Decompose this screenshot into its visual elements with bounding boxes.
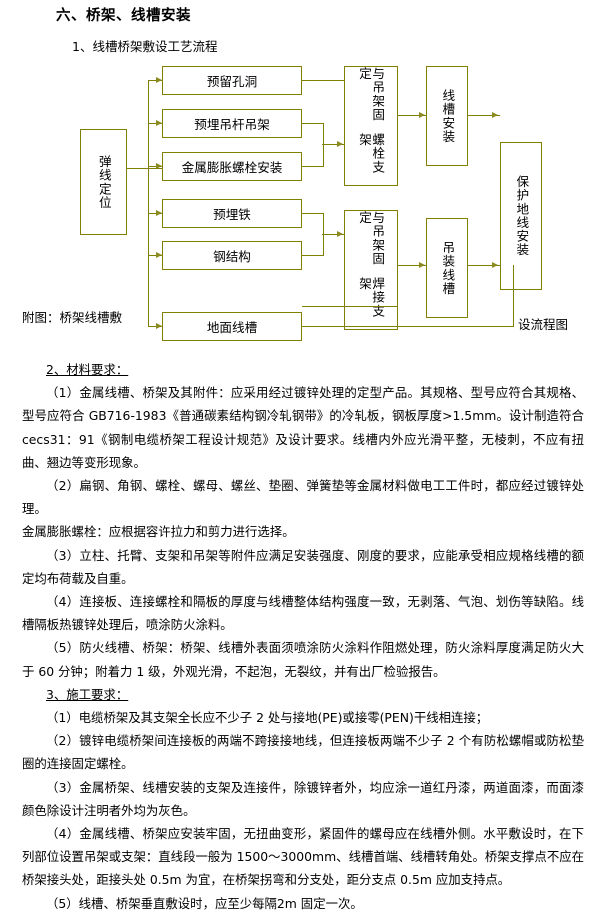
material-item-4: （4）连接板、连接螺栓和隔板的厚度与线槽整体结构强度一致，无剥落、气泡、划伤等缺… bbox=[22, 594, 584, 633]
bolt-bracket-fix-label: 与吊架固定 bbox=[357, 67, 386, 122]
connector-hang-bottom-riser bbox=[466, 265, 468, 307]
material-item-5: （5）防火线槽、桥架：桥架、线槽外表面须喷涂防火涂料作阻燃处理，防火涂料厚度满足… bbox=[22, 640, 584, 679]
process-flow-diagram: 弹线定位 预留孔洞 预埋吊杆吊架 金属膨胀螺栓安装 预埋铁 钢结构 地面线槽 bbox=[0, 58, 601, 343]
arrow-branch-6 bbox=[156, 322, 162, 329]
subsection-3-label: 3、施工要求： bbox=[46, 686, 129, 702]
flow-node-branch-2: 预埋吊杆吊架 bbox=[162, 109, 302, 138]
arrow-trough-to-ground bbox=[492, 111, 498, 118]
merge-bottom-in-5 bbox=[302, 255, 324, 257]
construction-item-1: （1）电缆桥架及其支架全长应不少子 2 处与接地(PE)或接零(PEN)干线相连… bbox=[46, 710, 489, 726]
arrow-hang-to-ground bbox=[492, 261, 498, 268]
bolt-bracket-label: 螺栓支架 bbox=[357, 132, 386, 174]
connector-weld-bottom-riser bbox=[396, 265, 398, 307]
connector-trough-to-ground bbox=[468, 115, 500, 117]
figure-caption-right: 设流程图 bbox=[518, 317, 569, 332]
subsection-3-heading: 3、施工要求： bbox=[22, 683, 584, 706]
flow-node-branch-1: 预留孔洞 bbox=[162, 66, 302, 95]
flow-node-bolt-bracket: 与吊架固定 螺栓支架 bbox=[344, 66, 398, 186]
flow-node-hang-trough: 吊装线槽 bbox=[426, 218, 468, 318]
material-item-2: （2）扁钢、角钢、螺栓、螺母、螺丝、垫圈、弹簧垫等金属材料做电工工件时，都应经过… bbox=[22, 478, 584, 517]
flow-node-branch-5: 钢结构 bbox=[162, 241, 302, 270]
page-title: 六、桥架、线槽安装 bbox=[56, 8, 191, 24]
connector-floor-trough-riser bbox=[512, 265, 514, 327]
construction-item-3: （3）金属桥架、线槽安装的支架及连接件，除镀锌者外，均应涂一道红丹漆，两道面漆，… bbox=[22, 779, 584, 818]
arrow-weld-to-hang bbox=[419, 261, 425, 268]
flow-node-trough-install: 线槽安装 bbox=[426, 66, 468, 166]
merge-bottom-out bbox=[322, 234, 344, 236]
arrow-branch-5 bbox=[156, 251, 162, 258]
connector-spine bbox=[148, 80, 150, 327]
weld-bracket-fix-label: 与吊架固定 bbox=[357, 211, 386, 266]
arrow-branch-2 bbox=[156, 119, 162, 126]
flow-node-branch-4: 预埋铁 bbox=[162, 199, 302, 228]
construction-item-4: （4）金属线槽、桥架应安装牢固，无扭曲变形，紧固件的螺母应在线槽外侧。水平敷设时… bbox=[22, 826, 584, 888]
connector-start-out bbox=[127, 168, 162, 170]
flow-node-ground-wire: 保护地线安装 bbox=[500, 142, 542, 290]
connector-bolt-to-trough bbox=[398, 115, 426, 117]
arrow-merge-bottom bbox=[337, 230, 343, 237]
flow-node-weld-bracket: 与吊架固定 焊接支架 bbox=[344, 210, 398, 330]
connector-weld-bottom bbox=[302, 306, 398, 308]
connector-weld-to-hang bbox=[398, 265, 426, 267]
flow-node-start: 弹线定位 bbox=[80, 129, 127, 235]
material-item-3: （3）立柱、托臂、支架和吊架等附件应满足安装强度、刚度的要求，应能承受相应规格线… bbox=[22, 547, 584, 586]
arrow-branch-3 bbox=[156, 162, 162, 169]
figure-caption-left: 附图：桥架线槽敷 bbox=[22, 310, 123, 325]
flow-node-branch-3: 金属膨胀螺栓安装 bbox=[162, 152, 302, 181]
arrow-branch-4 bbox=[156, 209, 162, 216]
merge-top-out bbox=[322, 144, 344, 146]
arrow-branch-1 bbox=[156, 76, 162, 83]
connector-hang-to-ground bbox=[468, 265, 500, 267]
document-body: 2、材料要求： （1）金属线槽、桥架及其附件：应采用经过镀锌处理的定型产品。其规… bbox=[22, 358, 584, 915]
document-page: 六、桥架、线槽安装 1、线槽桥架敷设工艺流程 弹线定位 预留孔洞 预埋吊杆吊架 … bbox=[0, 8, 601, 911]
construction-item-5: （5）线槽、桥架垂直敷设时，应至少每隔2m 固定一次。 bbox=[46, 895, 363, 911]
connector-branch1-out bbox=[302, 80, 344, 82]
arrow-merge-top bbox=[337, 140, 343, 147]
subsection-2-label: 2、材料要求： bbox=[46, 362, 129, 377]
material-item-2b: 金属膨胀螺栓：应根据容许拉力和剪力进行选择。 bbox=[22, 524, 295, 540]
merge-bottom-in-4 bbox=[302, 213, 324, 215]
arrow-bolt-to-trough bbox=[419, 111, 425, 118]
construction-item-2: （2）镀锌电缆桥架间连接板的两端不跨接接地线，但连接板两端不少子 2 个有防松螺… bbox=[22, 733, 584, 772]
subsection-2-heading: 2、材料要求： bbox=[22, 358, 584, 381]
merge-top-in-3 bbox=[302, 166, 324, 168]
subsection-1-heading: 1、线槽桥架敷设工艺流程 bbox=[72, 39, 218, 54]
material-item-1: （1）金属线槽、桥架及其附件：应采用经过镀锌处理的定型产品。其规格、型号应符合其… bbox=[22, 385, 584, 470]
connector-floor-trough-out bbox=[302, 326, 514, 328]
merge-top-in-2 bbox=[302, 123, 324, 125]
flow-node-branch-6: 地面线槽 bbox=[162, 312, 302, 341]
weld-bracket-label: 焊接支架 bbox=[357, 276, 386, 318]
